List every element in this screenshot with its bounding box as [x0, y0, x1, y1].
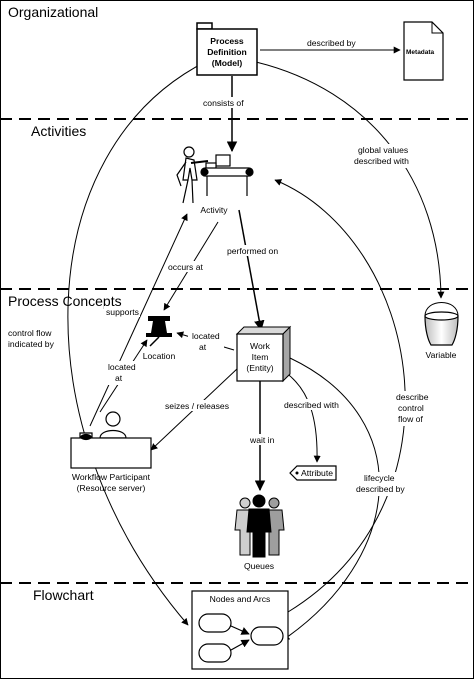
- location-node[interactable]: Location: [143, 316, 176, 361]
- label-describe-control-flow-3: flow of: [398, 414, 423, 424]
- bucket-icon: [424, 315, 459, 346]
- edge-global-values: [255, 61, 445, 299]
- queues-label: Queues: [244, 561, 274, 571]
- label-control-flow-2: indicated by: [8, 339, 55, 349]
- label-located-at-work-1: located: [192, 331, 220, 341]
- label-describe-control-flow-1: describe: [396, 392, 429, 402]
- push-pin-icon: [146, 316, 172, 347]
- process-definition-line-2: Definition: [207, 47, 247, 57]
- section-title-process-concepts: Process Concepts: [8, 293, 122, 309]
- document-icon: [403, 21, 444, 81]
- work-item-line-1: Work: [250, 341, 271, 351]
- location-label: Location: [143, 351, 176, 361]
- label-supports: supports: [106, 307, 139, 317]
- label-global-values-2: described with: [354, 156, 409, 166]
- attribute-node[interactable]: Attribute: [289, 465, 337, 481]
- label-global-values-1: global values: [358, 145, 408, 155]
- workflow-participant-line-1: Workflow Participant: [72, 472, 151, 482]
- process-definition-line-3: (Model): [212, 58, 243, 68]
- attribute-label: Attribute: [301, 468, 333, 478]
- activity-node[interactable]: Activity: [176, 146, 254, 215]
- label-located-at-work-2: at: [199, 342, 207, 352]
- work-item-node[interactable]: Work Item (Entity): [235, 325, 292, 383]
- process-definition-line-1: Process: [210, 36, 244, 46]
- people-group-icon: [234, 494, 285, 558]
- nodes-and-arcs-node[interactable]: Nodes and Arcs: [191, 590, 289, 670]
- activity-label: Activity: [200, 205, 228, 215]
- edge-described-with: [284, 371, 321, 463]
- process-definition-node[interactable]: Process Definition (Model): [196, 22, 258, 76]
- label-seizes-releases: seizes / releases: [165, 401, 229, 411]
- edge-labels: described by consists of global values d…: [5, 38, 429, 496]
- edge-supports: [89, 213, 188, 427]
- metadata-node[interactable]: Metadata: [403, 21, 444, 81]
- edge-control-flow: [67, 60, 208, 626]
- label-described-with: described with: [284, 400, 339, 410]
- label-described-by: described by: [307, 38, 356, 48]
- edge-describe-control-flow: [274, 179, 406, 613]
- section-title-flowchart: Flowchart: [33, 587, 94, 603]
- label-occurs-at: occurs at: [168, 262, 203, 272]
- tag-icon: [289, 465, 337, 481]
- label-performed-on: performed on: [227, 246, 278, 256]
- label-consists-of: consists of: [203, 98, 244, 108]
- work-item-line-3: (Entity): [246, 363, 273, 373]
- worker-conveyor-icon: [176, 146, 254, 204]
- variable-label: Variable: [426, 350, 457, 360]
- workflow-participant-line-2: (Resource server): [77, 483, 146, 493]
- nodes-and-arcs-label: Nodes and Arcs: [210, 594, 271, 604]
- label-describe-control-flow-2: control: [398, 403, 424, 413]
- edge-performed-on: [238, 209, 265, 332]
- label-lifecycle-2: described by: [356, 484, 405, 494]
- label-wait-in: wait in: [249, 435, 275, 445]
- label-control-flow-1: control flow: [8, 328, 52, 338]
- section-dividers: [0, 118, 474, 584]
- queues-node[interactable]: Queues: [234, 494, 285, 571]
- flowchart-icon: [198, 613, 284, 663]
- variable-node[interactable]: Variable: [424, 302, 459, 361]
- section-title-organizational: Organizational: [8, 4, 98, 20]
- work-item-line-2: Item: [252, 352, 269, 362]
- label-located-at-participant-1: located: [108, 362, 136, 372]
- metadata-label: Metadata: [406, 49, 435, 56]
- workflow-participant-node[interactable]: Workflow Participant (Resource server): [70, 411, 152, 493]
- label-lifecycle-1: lifecycle: [364, 473, 395, 483]
- section-title-activities: Activities: [31, 123, 86, 139]
- person-desk-icon: [70, 411, 152, 469]
- label-located-at-participant-2: at: [115, 373, 123, 383]
